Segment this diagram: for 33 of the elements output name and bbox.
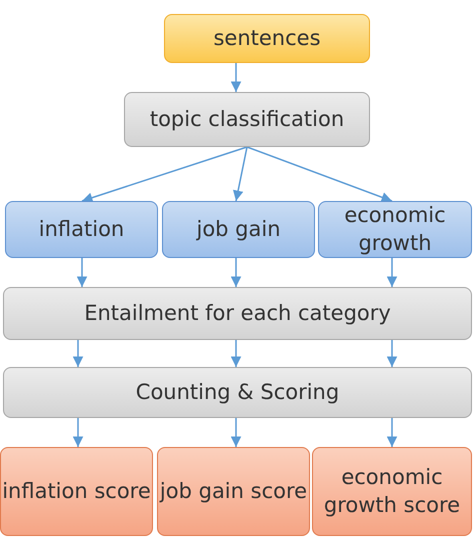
process-box (3, 287, 472, 340)
process-box (3, 367, 472, 418)
arrow (230, 418, 242, 447)
arrow (386, 258, 398, 287)
arrow (246, 146, 392, 202)
box-label: sentences (213, 24, 321, 52)
box-label: economic growth score (322, 464, 462, 518)
process-box (312, 447, 472, 536)
box-label: economic growth (343, 202, 447, 256)
arrow (386, 418, 398, 447)
arrow (82, 146, 248, 203)
process-box (318, 201, 472, 258)
box-label: topic classification (150, 106, 344, 133)
box-label: inflation score (2, 478, 151, 505)
process-box (157, 447, 310, 536)
arrow (76, 258, 88, 287)
arrow (386, 340, 398, 367)
process-box (5, 201, 158, 258)
arrow (72, 418, 84, 447)
process-box (164, 14, 370, 63)
process-box (0, 447, 153, 536)
process-box (124, 92, 370, 147)
box-label: job gain (196, 216, 281, 243)
arrow (230, 63, 242, 92)
box-label: job gain score (160, 478, 308, 505)
process-box (162, 201, 315, 258)
arrow (232, 146, 248, 202)
arrow (230, 340, 242, 367)
arrow (230, 258, 242, 287)
box-label: Entailment for each category (84, 300, 391, 327)
box-label: inflation (38, 216, 124, 243)
arrow (72, 340, 84, 367)
box-label: Counting & Scoring (136, 378, 340, 406)
